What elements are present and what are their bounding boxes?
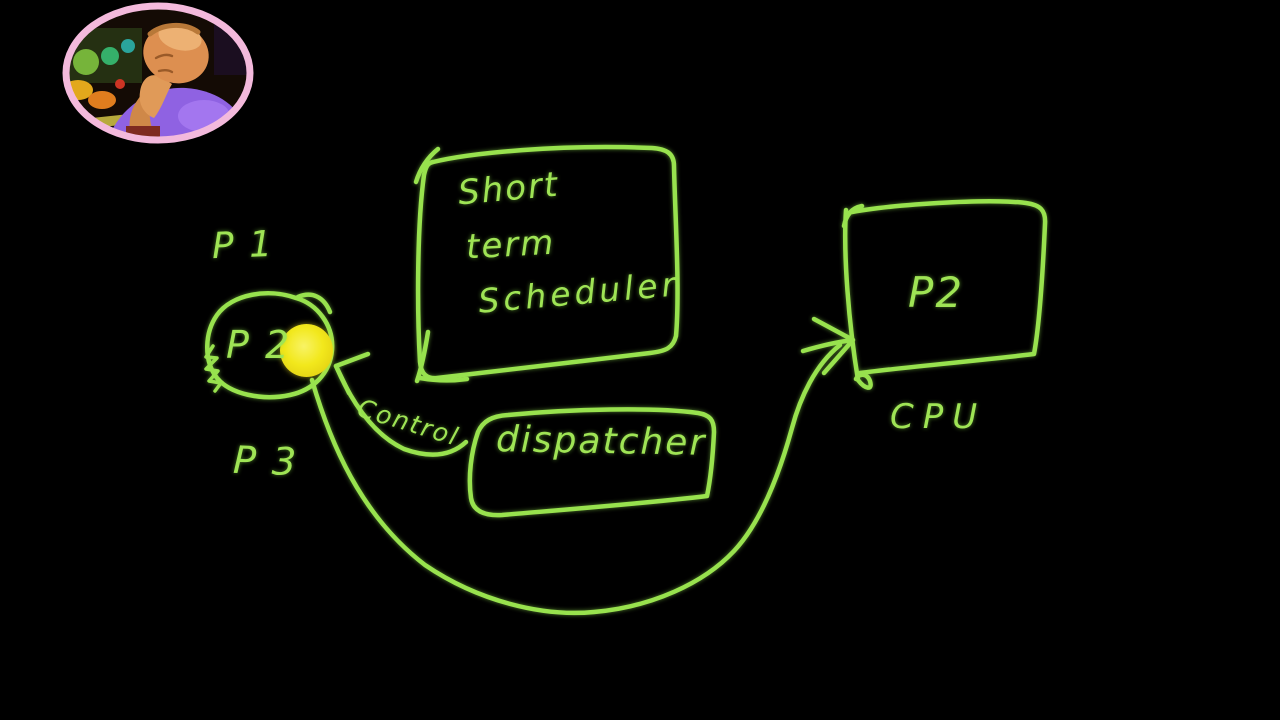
dispatch-to-cpu-curve xyxy=(309,342,843,616)
cpu-box-outline xyxy=(849,199,1048,376)
process-circle-zigzag xyxy=(204,344,223,393)
process-circle-top-stroke xyxy=(295,292,333,315)
cpu-caption-label: CPU xyxy=(890,397,987,437)
laser-pointer-dot xyxy=(280,324,333,377)
webcam-overlay xyxy=(62,2,254,144)
scheduler-box-outline xyxy=(415,144,680,381)
cpu-running-process-label: P2 xyxy=(908,268,965,317)
scheduler-box-label-line1: Short xyxy=(456,164,561,214)
dispatcher-box-label: dispatcher xyxy=(495,419,707,464)
webcam-border-ring xyxy=(62,2,254,144)
scheduler-box-corner-tail xyxy=(413,146,441,185)
control-arrow-shaft xyxy=(333,363,469,457)
cpu-arrowhead xyxy=(800,316,856,376)
presenter-photo xyxy=(69,9,247,137)
cpu-box-left-edge xyxy=(841,203,873,390)
process-label-p1: P 1 xyxy=(211,223,275,268)
scheduler-box-label-line2: term xyxy=(465,222,557,268)
control-arrowhead xyxy=(333,351,371,396)
process-label-p2: P 2 xyxy=(226,323,292,367)
dispatcher-box-outline xyxy=(467,407,717,518)
process-label-p3: P 3 xyxy=(232,437,299,485)
scheduler-box-bottom-tail xyxy=(414,329,470,384)
